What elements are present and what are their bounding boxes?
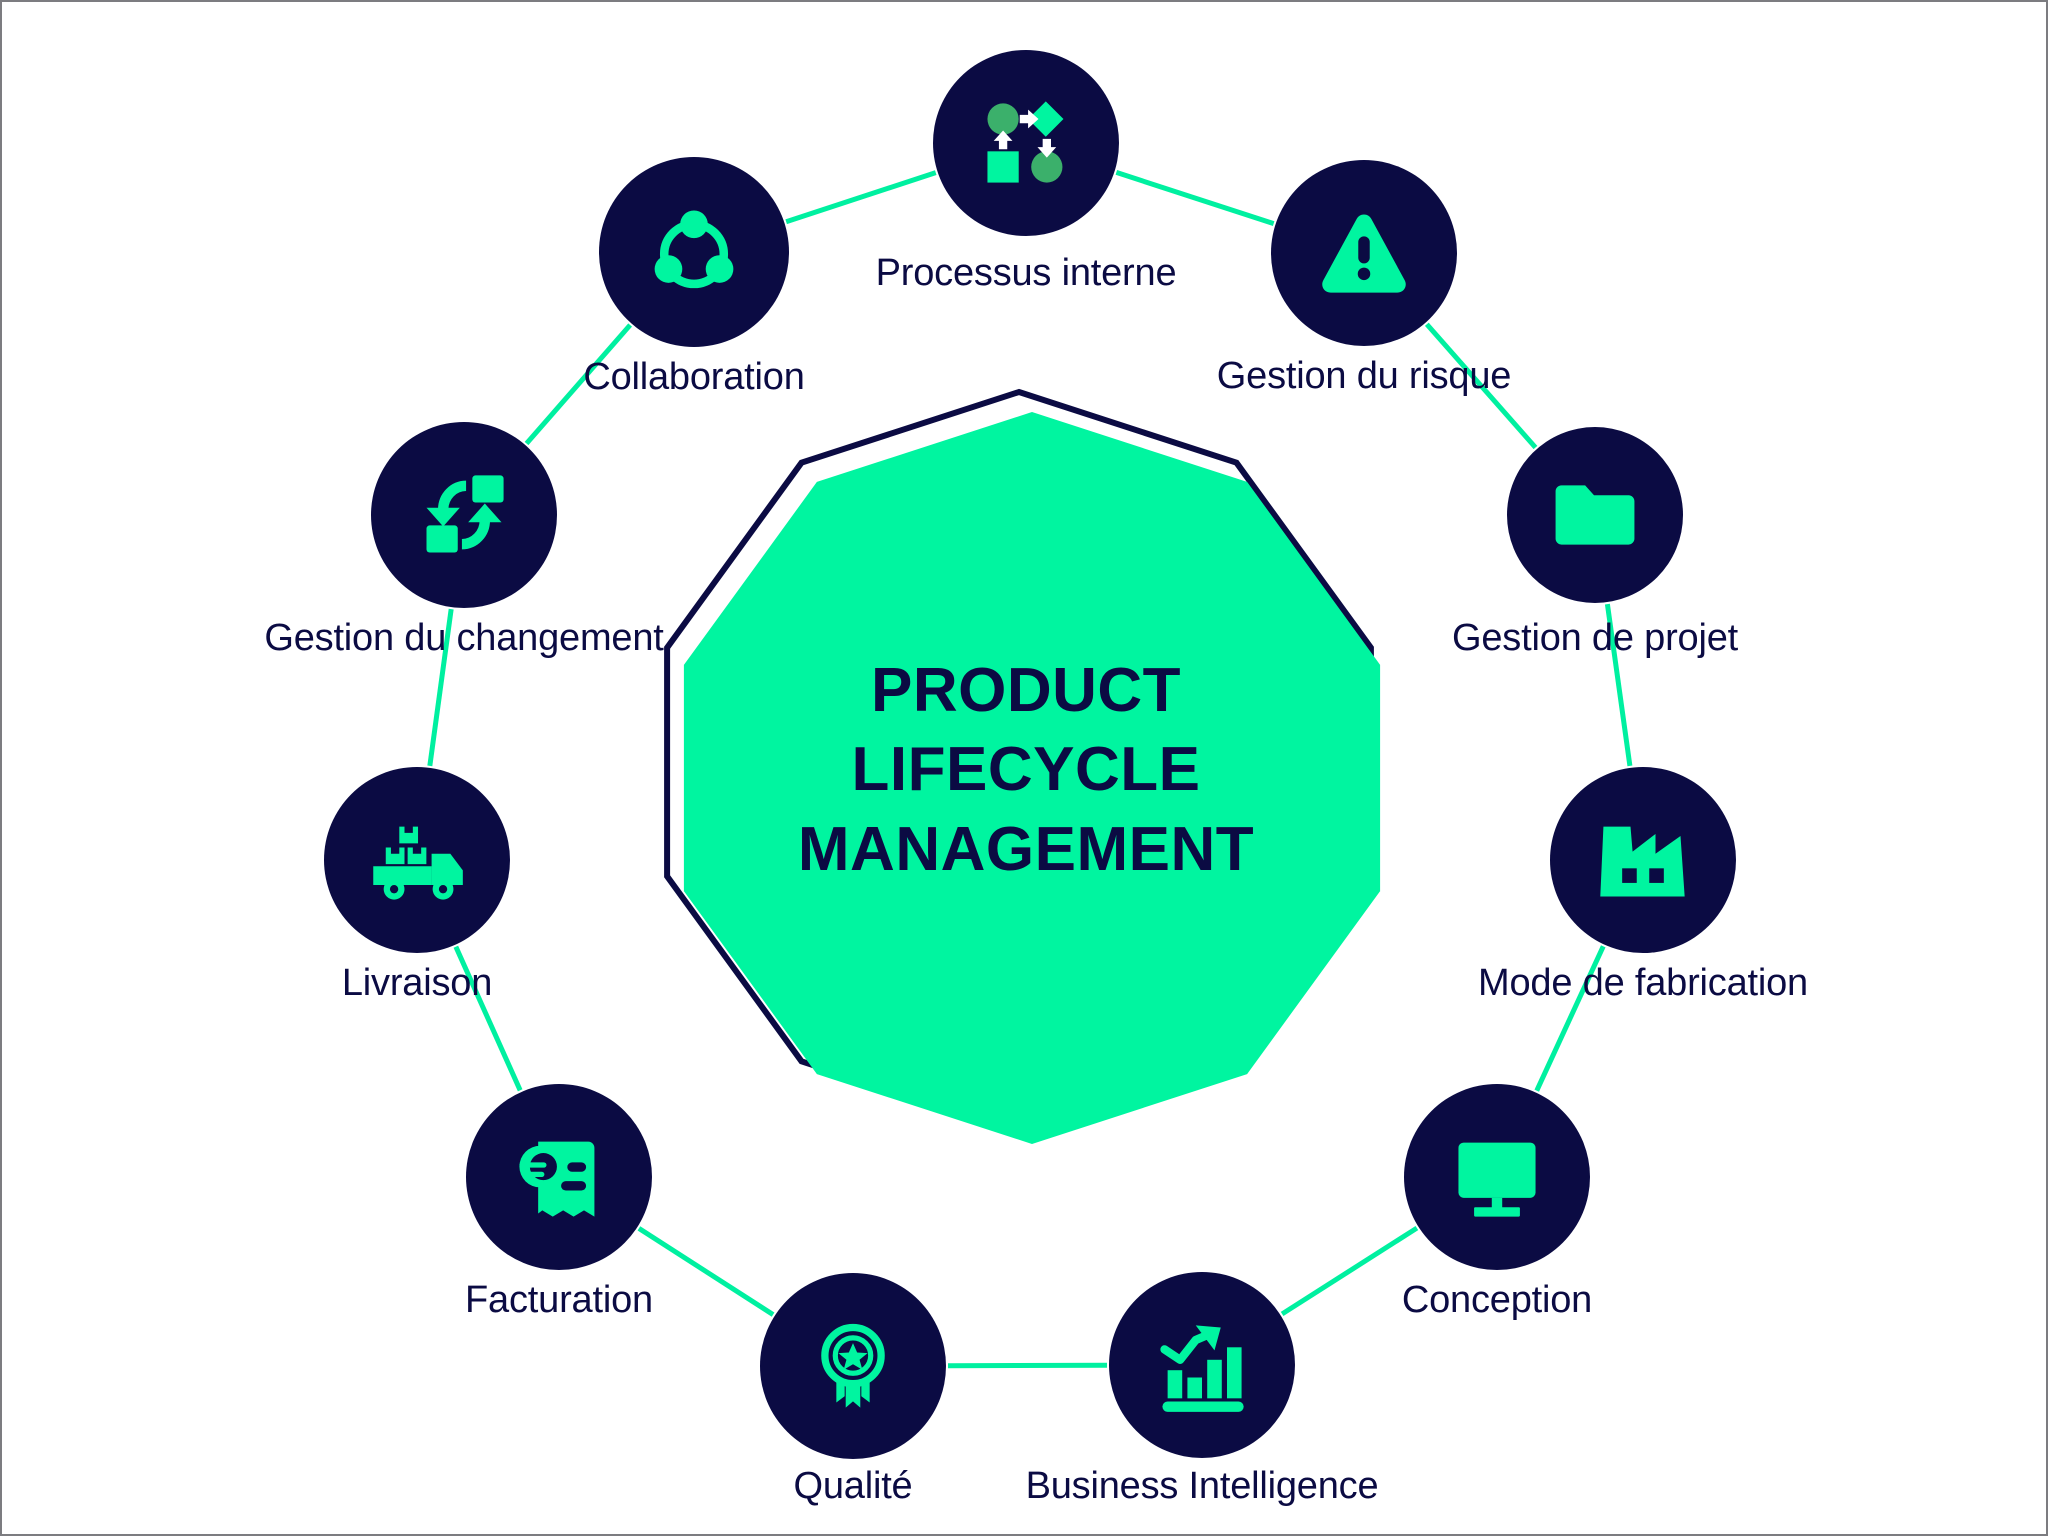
connector-line: [456, 947, 520, 1091]
node-processus-interne[interactable]: [933, 50, 1119, 236]
center-title-line-1: PRODUCT: [798, 651, 1254, 730]
node-circle-collaboration[interactable]: [599, 157, 789, 347]
connector-line: [1537, 946, 1604, 1090]
node-circle-gestion-du-changement[interactable]: [371, 422, 557, 608]
node-circle-processus-interne[interactable]: [933, 50, 1119, 236]
node-circle-qualite[interactable]: [760, 1273, 946, 1459]
connector-line: [1116, 172, 1273, 223]
center-title-line-2: LIFECYCLE: [798, 730, 1254, 809]
center-title: PRODUCT LIFECYCLE MANAGEMENT: [798, 651, 1254, 889]
center-title-line-3: MANAGEMENT: [798, 810, 1254, 889]
node-gestion-du-changement[interactable]: [371, 422, 557, 608]
node-conception[interactable]: [1404, 1084, 1590, 1270]
node-facturation[interactable]: [466, 1084, 652, 1270]
connector-line: [527, 325, 631, 443]
node-gestion-du-risque[interactable]: [1271, 160, 1457, 346]
connector-line: [639, 1228, 773, 1314]
node-mode-de-fabrication[interactable]: [1550, 767, 1736, 953]
connector-line: [430, 609, 451, 766]
connector-line: [786, 173, 936, 222]
node-business-intelligence[interactable]: [1109, 1272, 1295, 1458]
connector-line: [1282, 1228, 1417, 1314]
node-circle-business-intelligence[interactable]: [1109, 1272, 1295, 1458]
node-collaboration[interactable]: [599, 157, 789, 347]
node-gestion-de-projet[interactable]: [1507, 427, 1683, 603]
node-livraison[interactable]: [324, 767, 510, 953]
connector-line: [1427, 324, 1536, 447]
node-qualite[interactable]: [760, 1273, 946, 1459]
connector-line: [1607, 604, 1630, 766]
